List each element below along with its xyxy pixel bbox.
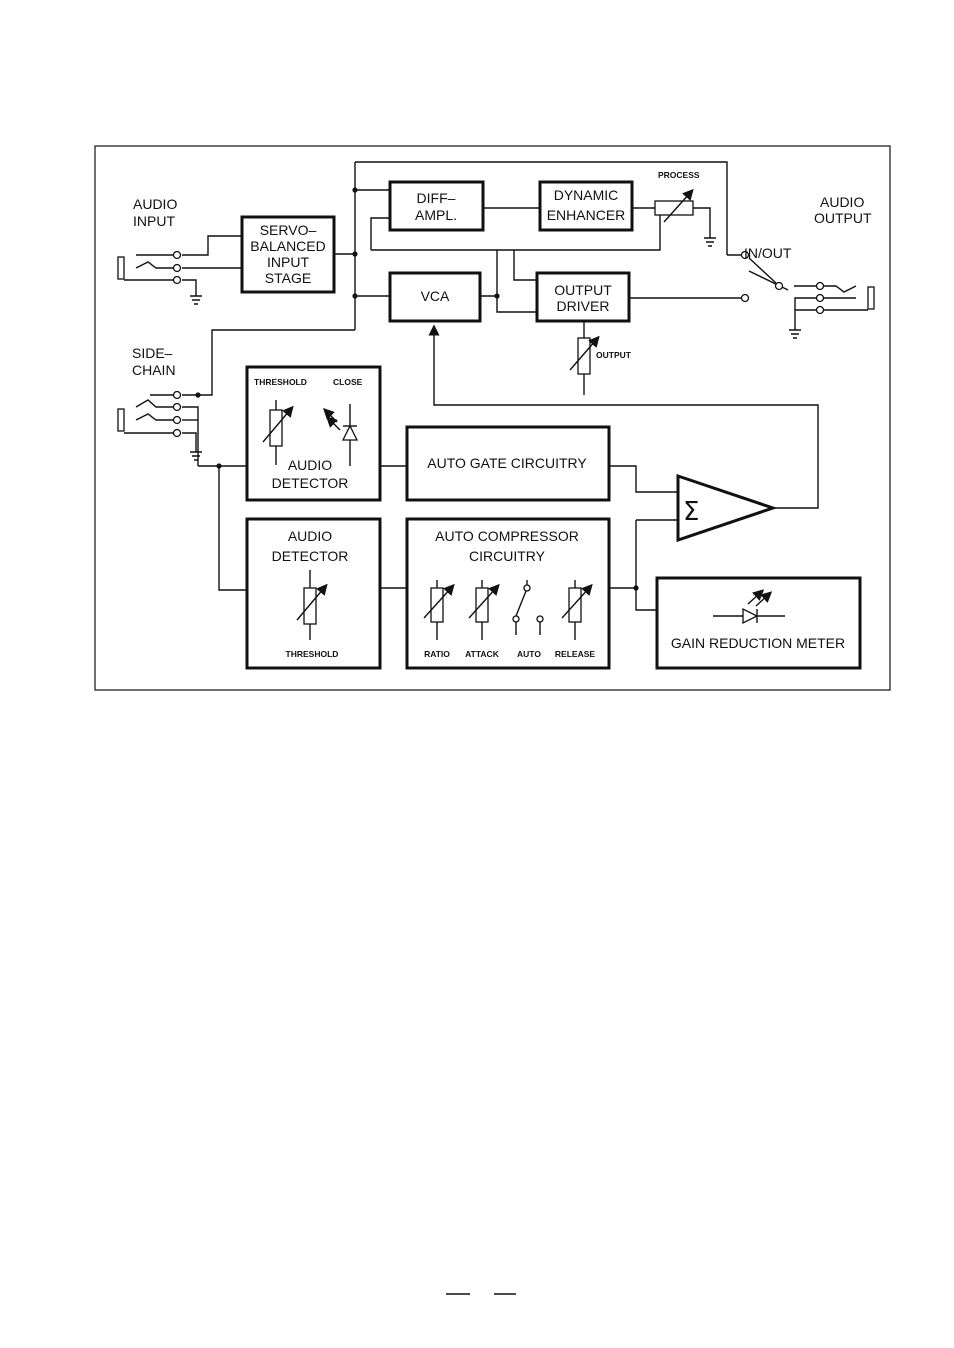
enhancer-line2: ENHANCER <box>547 207 626 223</box>
servo-line3: INPUT <box>267 254 309 270</box>
audio-input-jack <box>118 252 181 284</box>
release-label: RELEASE <box>555 649 595 659</box>
ratio-label: RATIO <box>424 649 450 659</box>
gain-reduction-meter-block <box>657 578 860 668</box>
audio-input-label-line1: AUDIO <box>133 196 177 212</box>
audio-output-jack <box>817 283 875 314</box>
output-pot-label: OUTPUT <box>596 350 632 360</box>
summer-sigma: Σ <box>683 497 699 527</box>
comp-detector-title-line1: AUDIO <box>288 528 332 544</box>
enhancer-line1: DYNAMIC <box>554 187 619 203</box>
compressor-title-line2: CIRCUITRY <box>469 548 546 564</box>
audio-input-label-line2: INPUT <box>133 213 175 229</box>
gate-threshold-label: THRESHOLD <box>254 377 307 387</box>
compressor-title-line1: AUTO COMPRESSOR <box>435 528 579 544</box>
sidechain-label-line2: CHAIN <box>132 362 176 378</box>
comp-threshold-label: THRESHOLD <box>286 649 339 659</box>
sidechain-label-line1: SIDE– <box>132 345 173 361</box>
audio-output-label-line1: AUDIO <box>820 194 864 210</box>
driver-line2: DRIVER <box>557 298 610 314</box>
servo-line2: BALANCED <box>250 238 325 254</box>
servo-line4: STAGE <box>265 270 311 286</box>
vca-label: VCA <box>421 288 450 304</box>
gate-detector-title-line1: AUDIO <box>288 457 332 473</box>
gate-detector-title-line2: DETECTOR <box>272 475 349 491</box>
auto-label: AUTO <box>517 649 541 659</box>
in-out-label: IN/OUT <box>744 245 792 261</box>
auto-gate-label: AUTO GATE CIRCUITRY <box>427 455 587 471</box>
driver-line1: OUTPUT <box>554 282 612 298</box>
attack-label: ATTACK <box>465 649 500 659</box>
output-pot-icon <box>570 338 596 374</box>
sidechain-jack <box>118 392 181 437</box>
process-label: PROCESS <box>658 170 700 180</box>
servo-line1: SERVO– <box>260 222 317 238</box>
diff-line1: DIFF– <box>417 190 456 206</box>
diff-line2: AMPL. <box>415 207 457 223</box>
meter-label: GAIN REDUCTION METER <box>671 635 845 651</box>
comp-detector-title-line2: DETECTOR <box>272 548 349 564</box>
audio-output-label-line2: OUTPUT <box>814 210 872 226</box>
gate-close-label: CLOSE <box>333 377 363 387</box>
